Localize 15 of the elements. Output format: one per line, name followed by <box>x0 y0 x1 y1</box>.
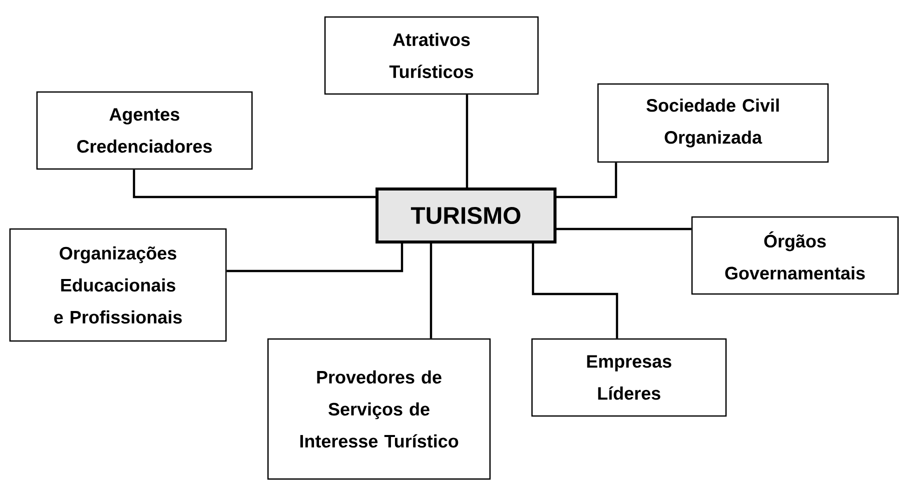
stakeholder-box: Empresas Líderes <box>531 338 727 417</box>
stakeholder-box: Atrativos Turísticos <box>324 16 539 95</box>
connector-line <box>466 94 468 188</box>
stakeholder-box: Sociedade Civil Organizada <box>597 83 829 163</box>
stakeholder-box: Organizações Educacionais e Profissionais <box>9 228 227 342</box>
connector-line <box>556 228 692 230</box>
connector-line <box>226 244 404 272</box>
connector-line <box>132 170 376 198</box>
stakeholder-box: Agentes Credenciadores <box>36 91 253 170</box>
connector-line <box>556 162 618 198</box>
stakeholder-box: Provedores de Serviços de Interesse Turístico <box>267 338 491 480</box>
connector-line <box>532 244 618 338</box>
connector-line <box>430 244 432 338</box>
stakeholder-box: Órgãos Governamentais <box>691 216 899 295</box>
central-box: TURISMO <box>376 188 556 244</box>
